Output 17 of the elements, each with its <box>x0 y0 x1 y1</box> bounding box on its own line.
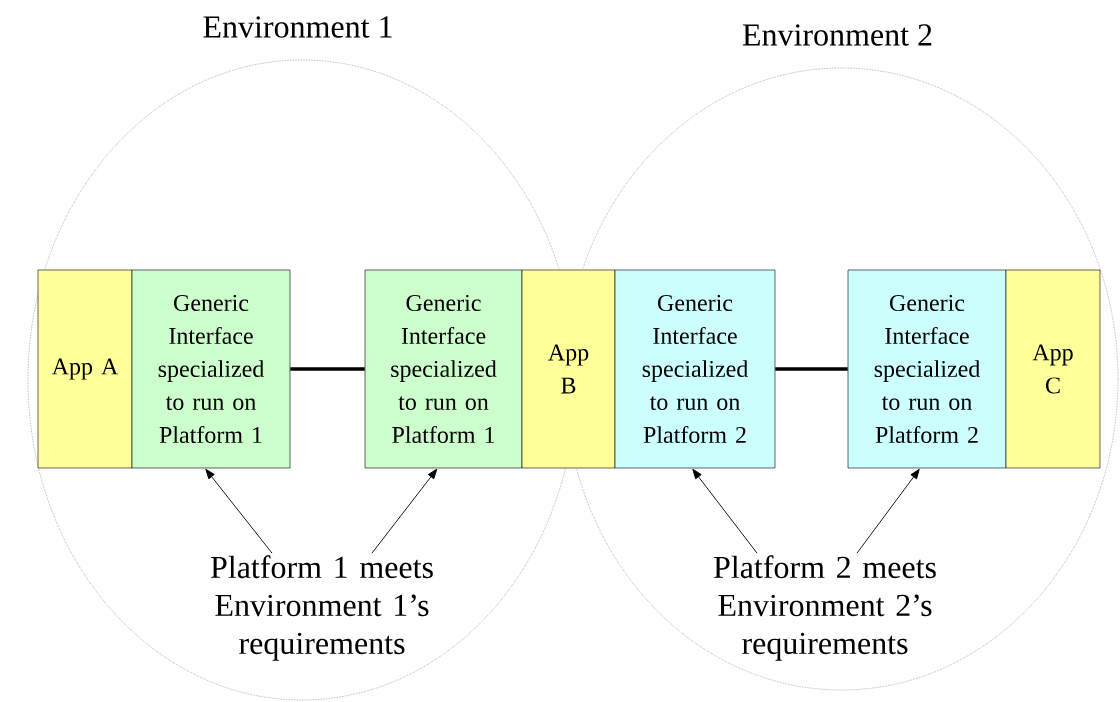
environment-heading: Environment 1 <box>203 16 392 38</box>
arrow <box>371 468 438 554</box>
requirement-note: Platform 2 meets Environment 2’s requirements <box>713 555 936 661</box>
component-box: App B <box>521 269 616 469</box>
component-box: Generic Interface specialized to run on Platform 2 <box>614 269 776 469</box>
component-box: App A <box>37 269 133 469</box>
component-box: App C <box>1005 269 1101 469</box>
arrow <box>856 468 920 554</box>
component-box: Generic Interface specialized to run on Platform 1 <box>364 269 523 469</box>
arrow <box>692 468 758 554</box>
requirement-note: Platform 1 meets Environment 1’s requirements <box>210 555 433 661</box>
connector-line <box>290 367 365 371</box>
environment-heading: Environment 2 <box>742 24 932 46</box>
connector-line <box>775 367 848 371</box>
component-box: Generic Interface specialized to run on Platform 1 <box>131 269 291 469</box>
arrow <box>205 468 273 554</box>
component-box: Generic Interface specialized to run on Platform 2 <box>847 269 1007 469</box>
